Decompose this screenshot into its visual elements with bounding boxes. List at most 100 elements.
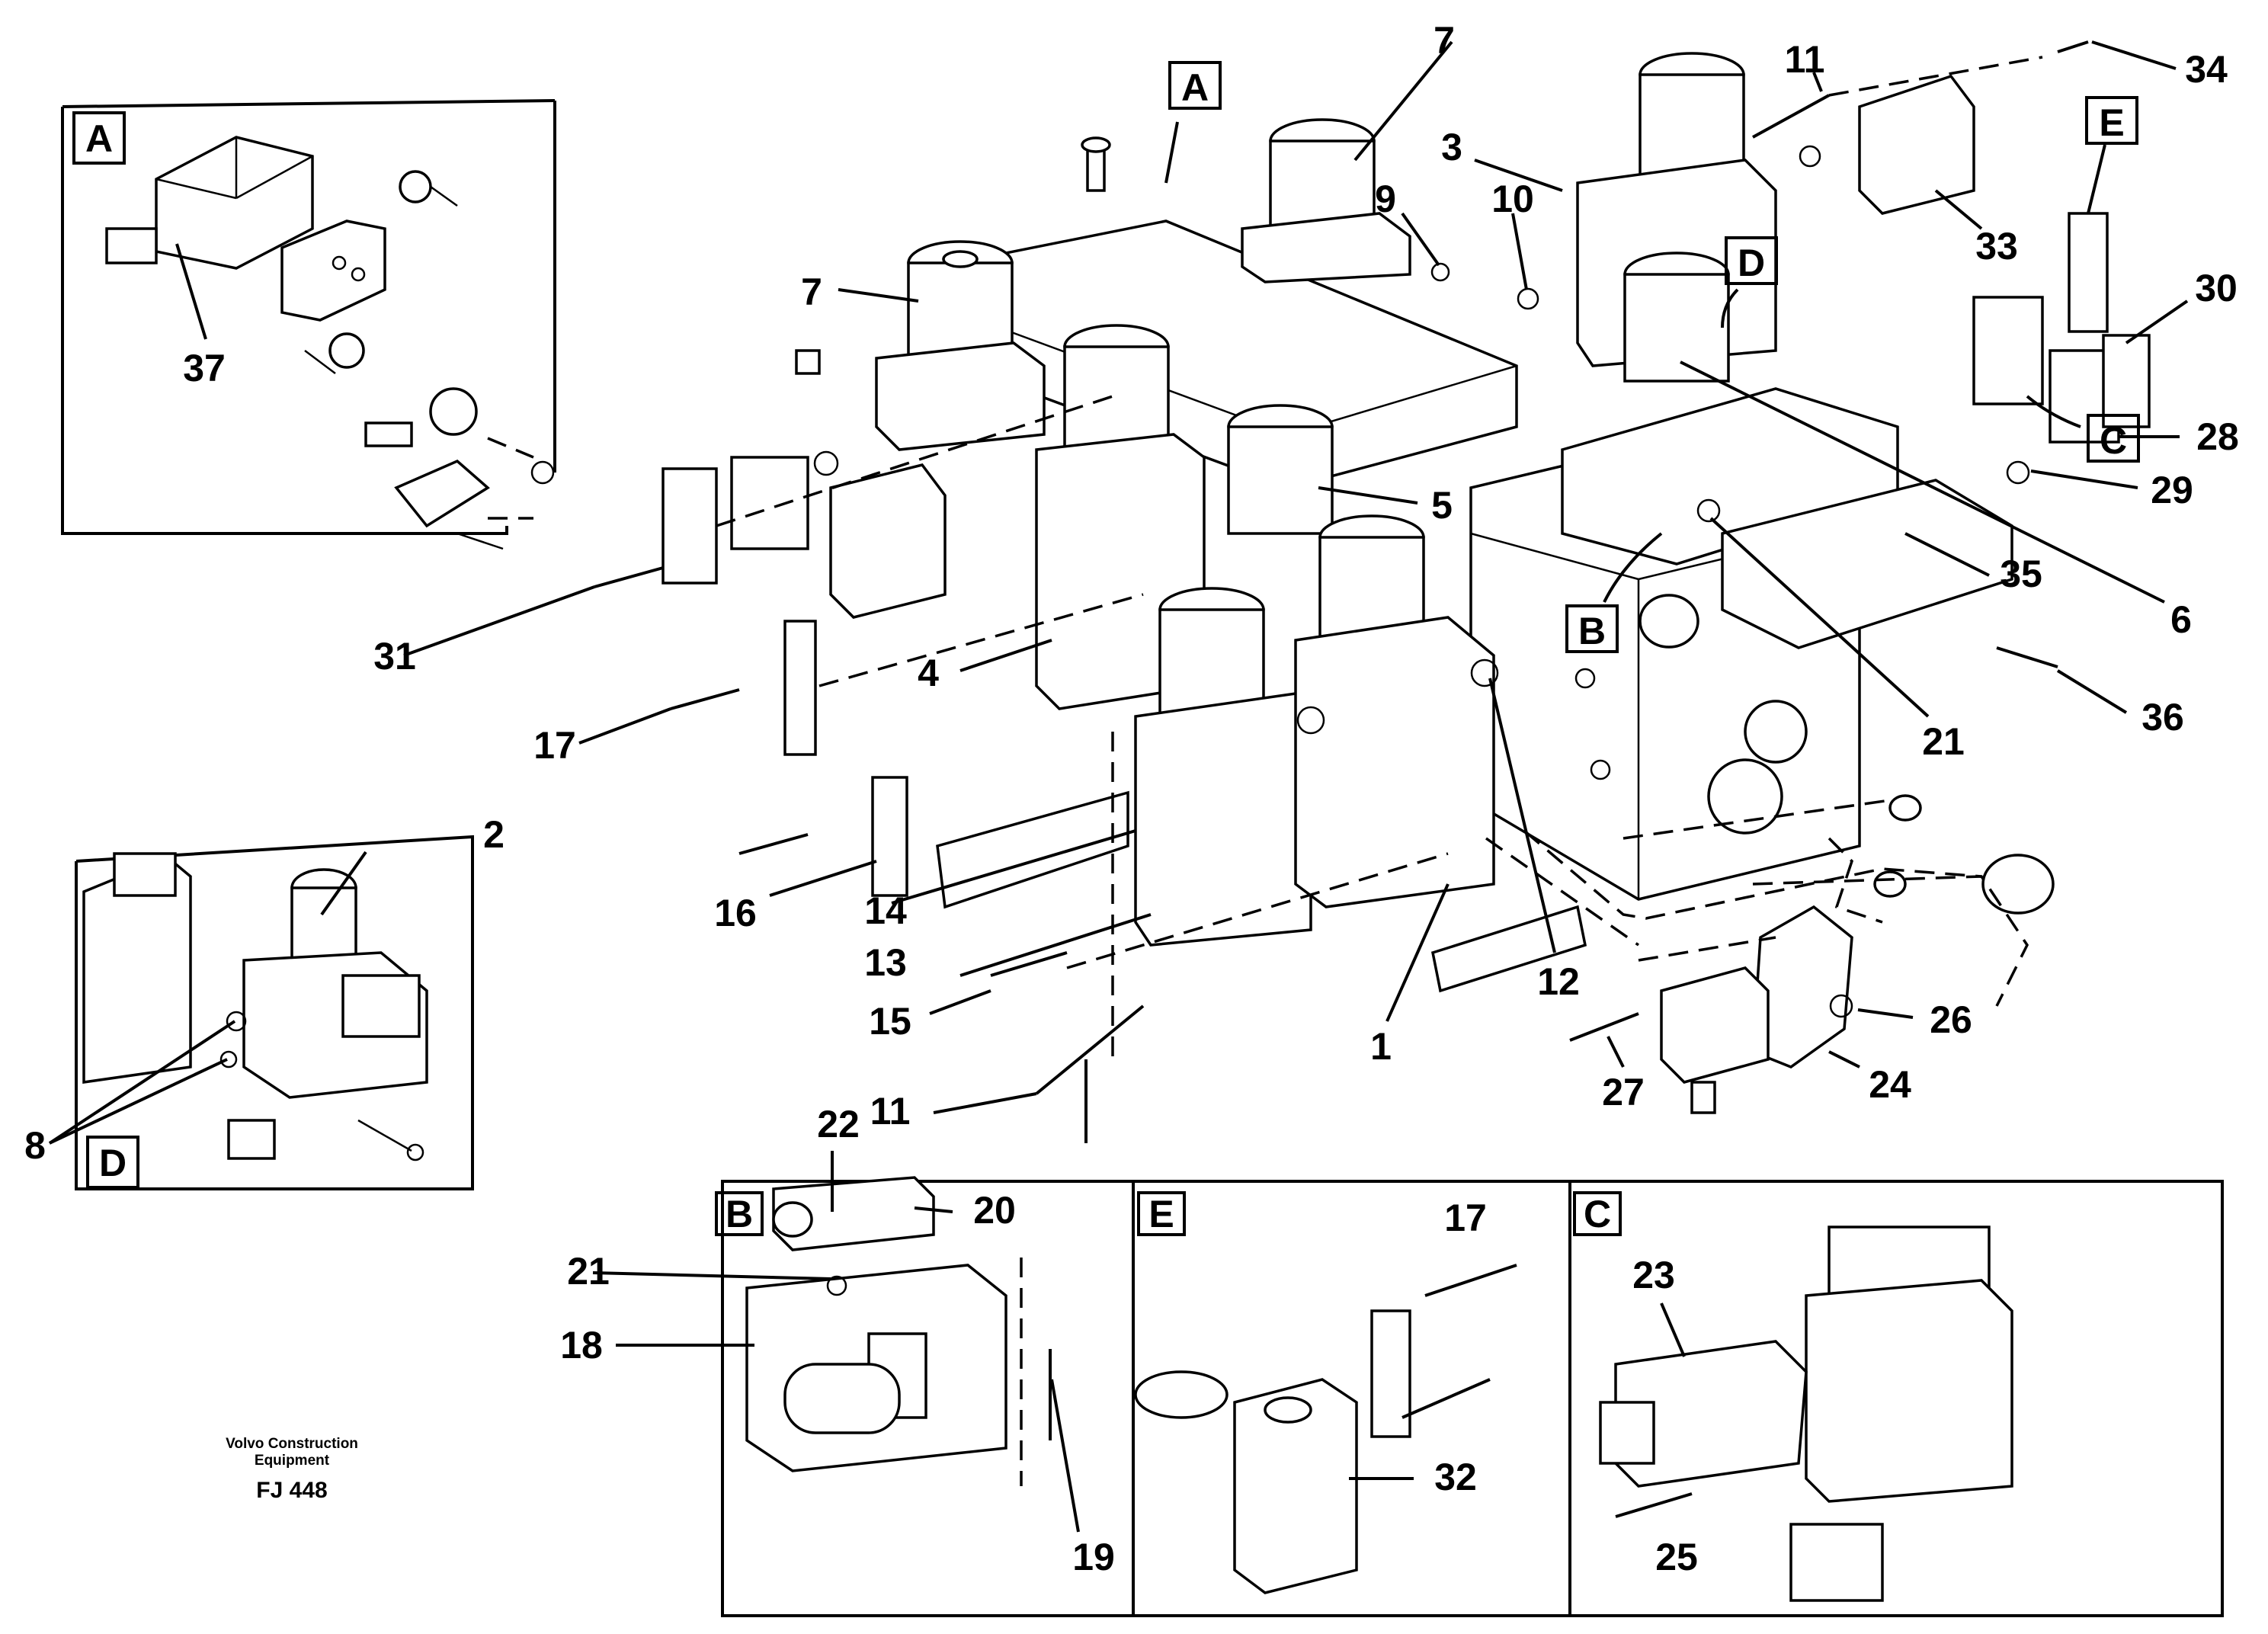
callout-4: 4 <box>918 652 939 694</box>
detail-panel-frame <box>721 1180 2224 1617</box>
end-plate-31 <box>730 456 809 550</box>
callout-27: 27 <box>1602 1071 1645 1113</box>
callout-2: 2 <box>483 813 505 856</box>
callout-23: 23 <box>1632 1254 1675 1296</box>
view-a-inset-label: A <box>85 117 113 160</box>
valve-body-part <box>280 219 386 322</box>
callout-10: 10 <box>1491 178 1534 220</box>
view-e-main-label-box <box>2085 96 2138 145</box>
callout-1: 1 <box>1370 1025 1392 1068</box>
base-bar-14 <box>936 790 1129 909</box>
valve-29 <box>1972 296 2044 405</box>
callout-6: 6 <box>2170 598 2192 641</box>
callout-15: 15 <box>869 1000 911 1043</box>
pilot-block <box>829 463 947 619</box>
part-callouts: 7 7 3 9 10 11 34 33 30 28 29 6 35 36 21 … <box>373 19 2239 1133</box>
solenoid-valve-13 <box>1134 587 1312 947</box>
callout-7-top: 7 <box>1434 19 1455 62</box>
callout-12: 12 <box>1537 960 1580 1003</box>
publisher-name-line2: Equipment <box>255 1453 330 1469</box>
callout-11-bottom: 11 <box>870 1090 911 1133</box>
callout-18: 18 <box>560 1324 603 1366</box>
base-bar-1 <box>1430 905 1587 993</box>
small-plug-2 <box>1873 870 1907 898</box>
view-b-inset-label: B <box>726 1193 753 1235</box>
block-e <box>2068 212 2109 333</box>
callout-33: 33 <box>1975 225 2018 268</box>
bolt-34 <box>2057 40 2089 53</box>
solenoid-valve-7-left <box>875 240 1046 451</box>
callout-30: 30 <box>2195 267 2238 309</box>
side-plug <box>795 349 821 375</box>
detail-panel-e: E 17 32 <box>1134 1191 1517 1594</box>
leader-8a <box>48 1020 236 1145</box>
view-e-main-label: E <box>2099 101 2124 144</box>
callout-14: 14 <box>864 889 907 932</box>
view-c-inset-label: C <box>1584 1193 1611 1235</box>
callout-31: 31 <box>373 635 416 678</box>
small-plug-1 <box>1888 794 1922 822</box>
view-c-main-label: C <box>2100 419 2127 462</box>
callout-24: 24 <box>1869 1063 1911 1106</box>
coupling-part <box>399 170 432 203</box>
callout-8: 8 <box>24 1124 46 1167</box>
callout-34: 34 <box>2185 48 2228 91</box>
solenoid-valve-5 <box>1227 404 1334 535</box>
callout-20: 20 <box>973 1189 1016 1232</box>
callout-35: 35 <box>2000 553 2042 595</box>
detail-panel-b: B 22 20 21 18 19 <box>560 1103 1115 1578</box>
callout-32: 32 <box>1434 1456 1477 1498</box>
callout-28: 28 <box>2196 415 2239 458</box>
callout-37: 37 <box>183 347 226 389</box>
publisher-name-line1: Volvo Construction <box>226 1436 358 1452</box>
end-cover-31 <box>662 467 718 585</box>
callout-21-main: 21 <box>1922 720 1965 763</box>
bolt-31 <box>594 566 664 588</box>
callout-16: 16 <box>714 892 757 934</box>
view-b-inset-label-box <box>715 1191 764 1236</box>
publisher-footer: Volvo Construction Equipment FJ 448 <box>226 1436 358 1503</box>
view-d-main-label: D <box>1738 242 1765 284</box>
spacer-17 <box>783 620 817 756</box>
leader-2 <box>320 851 367 916</box>
view-e-inset-label: E <box>1148 1193 1174 1235</box>
callout-21-inset: 21 <box>567 1250 610 1293</box>
leader-8b <box>49 1058 228 1145</box>
callout-3: 3 <box>1441 126 1462 168</box>
callout-17-main: 17 <box>533 724 576 767</box>
callout-7-left: 7 <box>801 271 822 313</box>
leader-37 <box>175 243 207 340</box>
piston-part <box>429 387 478 436</box>
view-b-main-label: B <box>1578 610 1606 652</box>
callout-25: 25 <box>1655 1536 1698 1578</box>
block-33 <box>1858 74 1975 215</box>
callout-13: 13 <box>864 941 907 984</box>
bolt-36 <box>1996 646 2058 668</box>
callout-5: 5 <box>1431 484 1453 527</box>
view-c-inset-label-box <box>1573 1191 1622 1236</box>
bolt-16 <box>738 833 809 855</box>
callout-26: 26 <box>1930 998 1972 1041</box>
view-d-inset-label: D <box>99 1142 127 1184</box>
detail-panel-c: C 23 25 <box>1573 1191 2013 1602</box>
bolt-15 <box>990 951 1068 977</box>
callout-36: 36 <box>2141 696 2184 739</box>
flange-part <box>394 459 490 528</box>
view-d-inset-label-box <box>86 1136 139 1189</box>
view-a-inset-label-box <box>72 111 126 165</box>
view-callouts-main: A D E C B <box>1164 61 2140 653</box>
inset-view-d: D 2 8 <box>24 813 505 1190</box>
cover-30 <box>2102 334 2151 428</box>
callout-22: 22 <box>817 1103 860 1145</box>
large-plug <box>1981 854 2055 915</box>
valve-27 <box>1660 966 1770 1084</box>
view-d-main-label-box <box>1725 236 1778 285</box>
spacer-16 <box>871 776 908 897</box>
callout-17-inset: 17 <box>1444 1197 1487 1239</box>
callout-9: 9 <box>1375 178 1396 220</box>
bolt-17 <box>670 688 740 710</box>
bolt-11-top <box>1752 94 1830 139</box>
inset-view-a: A 37 <box>61 99 556 550</box>
view-a-main-label: A <box>1181 66 1209 109</box>
